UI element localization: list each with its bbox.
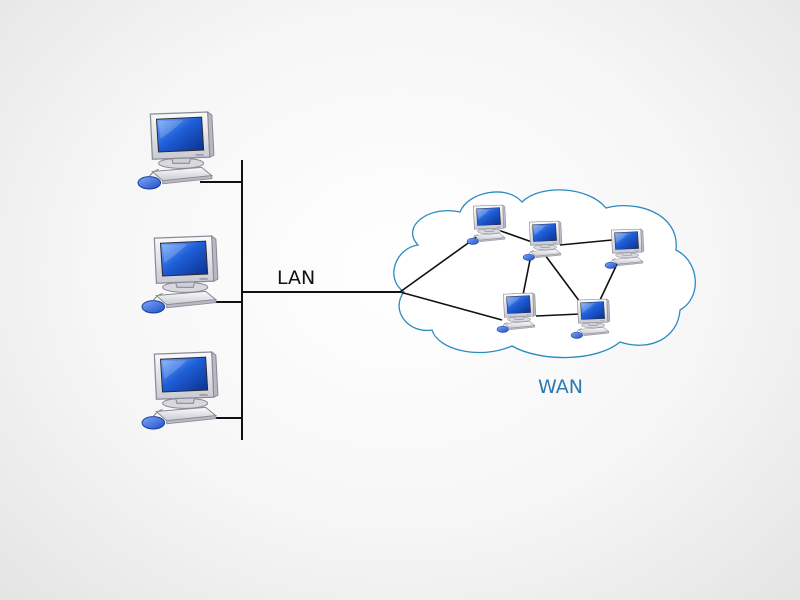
wan-link <box>399 291 503 321</box>
wan-network: WAN <box>393 189 696 398</box>
wan-link <box>535 313 581 317</box>
lan-computer-icon <box>141 351 219 430</box>
wan-cloud <box>393 189 696 359</box>
lan-computer-icon <box>141 235 219 314</box>
lan-computer-icon <box>137 111 215 190</box>
wan-link <box>497 229 533 243</box>
wan-link <box>399 235 479 293</box>
wan-link <box>559 239 613 246</box>
wan-link <box>544 254 581 303</box>
wan-link <box>599 261 619 301</box>
lan-network: LAN <box>137 111 400 440</box>
wan-label: WAN <box>538 376 583 398</box>
lan-label: LAN <box>277 267 315 289</box>
